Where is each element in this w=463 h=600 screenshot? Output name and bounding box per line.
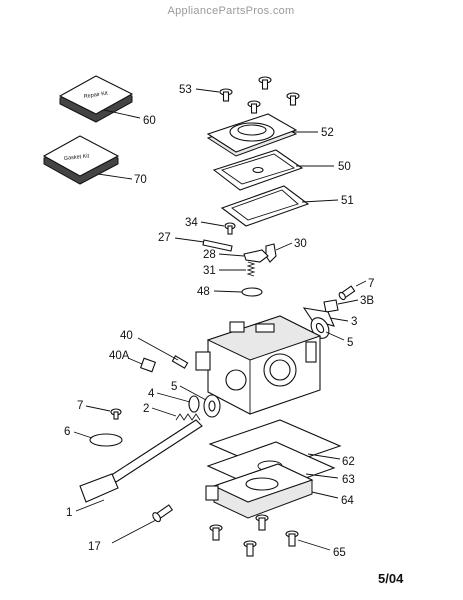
callout-4: 4 [148,388,155,400]
lever-screw[interactable] [224,222,236,235]
metering-lever[interactable] [243,249,269,263]
throttle-shaft[interactable] [79,419,203,503]
repair-kit-box[interactable]: Repair Kit [58,75,134,123]
washer-5-left[interactable] [203,394,221,418]
callout-1: 1 [66,507,72,519]
gasket-kit-label: Gasket Kit [64,153,90,162]
inlet-needle[interactable] [265,243,277,263]
carburetor-body[interactable] [195,315,322,415]
callout-50: 50 [338,161,351,173]
callout-65: 65 [333,547,346,559]
callout-53: 53 [179,84,192,96]
watermark: AppliancePartsPros.com [167,5,294,17]
callout-31: 31 [203,265,216,277]
pump-cover[interactable] [206,113,298,157]
metering-cover[interactable] [205,463,314,519]
callout-63: 63 [342,474,355,486]
retainer-3b[interactable] [323,299,339,313]
callout-7b: 7 [77,400,83,412]
fitting-40a[interactable] [139,357,157,373]
callout-40A: 40A [109,350,130,362]
callout-5b: 5 [171,381,177,393]
pump-gasket[interactable] [220,185,310,227]
callout-6: 6 [64,426,70,438]
washer-5-right[interactable] [308,314,333,341]
metering-spring[interactable] [246,261,256,277]
cover-screws[interactable] [219,76,300,114]
lever-pin[interactable] [202,239,233,252]
idle-screw[interactable] [338,285,356,301]
callout-3B: 3B [360,295,374,307]
adjust-screw-17[interactable] [151,503,174,523]
callout-17: 17 [88,541,101,553]
callout-7a: 7 [368,278,374,290]
screw-7-left[interactable] [110,408,122,420]
spring-2[interactable] [175,413,201,421]
callout-62: 62 [342,456,355,468]
callout-52: 52 [321,127,334,139]
gasket-kit-box[interactable]: Gasket Kit [42,135,120,185]
callout-70: 70 [134,174,147,186]
cover-screws-65[interactable] [209,514,299,557]
callout-60: 60 [143,115,156,127]
washer-4[interactable] [188,395,200,413]
callout-51: 51 [341,195,354,207]
callout-48: 48 [197,286,210,298]
screen-disc[interactable] [241,287,263,297]
callout-28: 28 [203,249,216,261]
pump-diaphragm[interactable] [212,149,304,191]
disc-6[interactable] [89,433,123,447]
callout-5a: 5 [347,337,353,349]
throttle-plate[interactable] [302,307,335,327]
callout-40: 40 [120,330,133,342]
callout-30: 30 [294,238,307,250]
callout-64: 64 [341,495,354,507]
callout-34: 34 [185,217,198,229]
repair-kit-label: Repair Kit [83,91,108,100]
callout-2: 2 [143,403,149,415]
callout-3: 3 [351,316,357,328]
callout-27: 27 [158,232,171,244]
date-code: 5/04 [378,571,404,586]
